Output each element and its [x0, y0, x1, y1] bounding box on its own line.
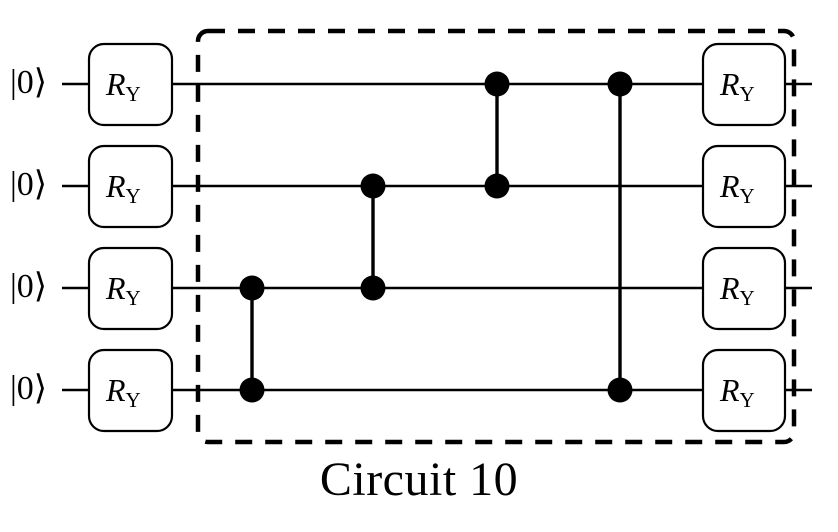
ry-gate-subscript: Y: [739, 285, 755, 310]
ry-gate-box-right-q1[interactable]: [701, 144, 787, 229]
cz-gate-q2-q3[interactable]: [239, 275, 265, 403]
cz-gate-q0-q1[interactable]: [484, 71, 510, 199]
ry-gate-subscript: Y: [125, 81, 141, 106]
ry-gate-subscript: Y: [125, 387, 141, 412]
ry-gate-subscript: Y: [739, 81, 755, 106]
ry-gate-letter: R: [106, 168, 126, 204]
ry-gate-letter: R: [720, 270, 740, 306]
control-dot-q2[interactable]: [360, 275, 386, 301]
control-dot-q3[interactable]: [239, 377, 265, 403]
ry-gate-box-left-q1[interactable]: [87, 144, 174, 229]
ry-gate-label-right-q0: RY: [720, 66, 755, 107]
ket-label-q1: |0⟩: [10, 166, 48, 203]
ry-gate-letter: R: [106, 372, 126, 408]
ry-gate-label-right-q2: RY: [720, 270, 755, 311]
ry-gate-label-left-q1: RY: [106, 168, 141, 209]
control-dot-q1[interactable]: [360, 173, 386, 199]
ket-label-q2: |0⟩: [10, 268, 48, 305]
dashed-block-border: [195, 28, 797, 445]
ry-gate-letter: R: [106, 270, 126, 306]
ry-gate-letter: R: [720, 168, 740, 204]
ry-gate-letter: R: [720, 372, 740, 408]
ry-gate-letter: R: [106, 66, 126, 102]
ry-gate-box-left-q2[interactable]: [87, 246, 174, 331]
ry-gate-letter: R: [720, 66, 740, 102]
cz-gate-q0-q3[interactable]: [607, 71, 633, 403]
ry-gate-label-right-q3: RY: [720, 372, 755, 413]
control-dot-q3[interactable]: [607, 377, 633, 403]
cz-gate-q1-q2[interactable]: [360, 173, 386, 301]
ry-gate-box-left-q3[interactable]: [87, 348, 174, 433]
control-dot-q1[interactable]: [484, 173, 510, 199]
control-dot-q0[interactable]: [607, 71, 633, 97]
control-dot-q0[interactable]: [484, 71, 510, 97]
ry-gate-label-right-q1: RY: [720, 168, 755, 209]
ry-gate-label-left-q0: RY: [106, 66, 141, 107]
ry-gate-subscript: Y: [125, 285, 141, 310]
ry-gate-subscript: Y: [739, 183, 755, 208]
ry-gate-box-right-q3[interactable]: [701, 348, 787, 433]
ket-label-q0: |0⟩: [10, 64, 48, 101]
ry-gate-subscript: Y: [739, 387, 755, 412]
ket-label-q3: |0⟩: [10, 370, 48, 407]
ry-gate-label-left-q3: RY: [106, 372, 141, 413]
figure-caption: Circuit 10: [319, 453, 519, 506]
ry-gate-box-left-q0[interactable]: [87, 42, 174, 127]
ry-gate-box-right-q0[interactable]: [701, 42, 787, 127]
ry-gate-box-right-q2[interactable]: [701, 246, 787, 331]
control-dot-q2[interactable]: [239, 275, 265, 301]
ry-gate-label-left-q2: RY: [106, 270, 141, 311]
ry-gate-subscript: Y: [125, 183, 141, 208]
